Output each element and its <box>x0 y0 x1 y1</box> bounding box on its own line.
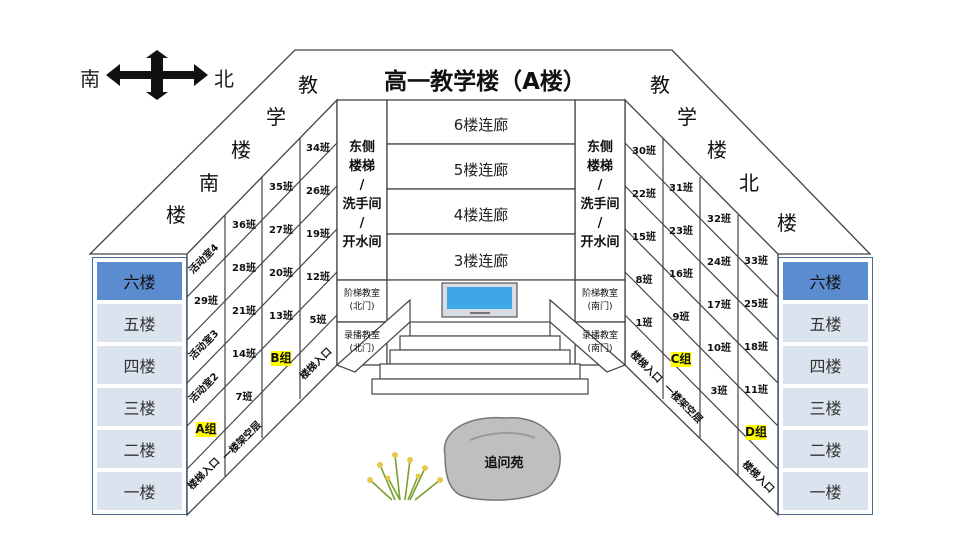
floor-item-1[interactable]: 一楼 <box>783 472 868 510</box>
room-label: 7班 <box>236 390 253 403</box>
room-label: 19班 <box>306 227 330 240</box>
compass-south-label: 南 <box>80 67 100 91</box>
floor-item-5[interactable]: 五楼 <box>97 304 182 342</box>
wing-label-north: 北 <box>739 171 759 195</box>
compass-arrows-icon <box>106 50 208 100</box>
group-highlight <box>195 422 217 437</box>
record-south-label: 录播教室 (南门) <box>581 331 618 354</box>
floor-item-3[interactable]: 三楼 <box>783 388 868 426</box>
east-stair-label: 东侧 楼梯 / 洗手间 / 开水间 <box>342 140 382 250</box>
room-label: 34班 <box>306 141 330 154</box>
record-north-label: 录播教室 (北门) <box>343 331 380 354</box>
wing-label-south: 教 <box>298 73 318 97</box>
room-label: B组 <box>270 350 291 365</box>
room-label: 24班 <box>707 255 731 268</box>
wing-label-north: 楼 <box>707 138 727 162</box>
south-wing-grid <box>186 138 338 476</box>
room-label: 26班 <box>306 184 330 197</box>
room-label: 20班 <box>269 266 293 279</box>
compass-north-label: 北 <box>214 67 234 91</box>
floor-legend-left: 六楼 五楼 四楼 三楼 二楼 一楼 <box>92 257 187 515</box>
wing-label-south: 学 <box>266 105 286 129</box>
corridor-3: 3楼连廊 <box>453 252 509 270</box>
corridor-5: 5楼连廊 <box>453 161 509 179</box>
group-highlight <box>670 352 692 367</box>
rock-label: 追问苑 <box>484 456 524 471</box>
room-label: 14班 <box>232 347 256 360</box>
room-label: 1班 <box>636 316 653 329</box>
room-label: 36班 <box>232 218 256 231</box>
room-label: 3班 <box>711 384 728 397</box>
room-label: 21班 <box>232 304 256 317</box>
floor-item-4[interactable]: 四楼 <box>97 346 182 384</box>
room-label: A组 <box>195 421 216 436</box>
floor-legend-right: 六楼 五楼 四楼 三楼 二楼 一楼 <box>778 257 873 515</box>
group-highlight <box>745 425 767 440</box>
room-label: 29班 <box>194 294 218 307</box>
wing-label-north: 学 <box>677 105 697 129</box>
room-label: 35班 <box>269 180 293 193</box>
corridor-stack <box>386 99 576 281</box>
floor-item-3[interactable]: 三楼 <box>97 388 182 426</box>
room-label: 32班 <box>707 212 731 225</box>
corridor-6: 6楼连廊 <box>453 116 509 134</box>
room-label: 27班 <box>269 223 293 236</box>
flower-icon <box>367 452 443 483</box>
room-label: 13班 <box>269 309 293 322</box>
room-label: 22班 <box>632 187 656 200</box>
room-label: 18班 <box>744 340 768 353</box>
lecture-south-label: 阶梯教室 (南门) <box>581 289 618 312</box>
floor-item-5[interactable]: 五楼 <box>783 304 868 342</box>
west-stair-block <box>574 99 626 281</box>
room-label: 16班 <box>669 267 693 280</box>
lecture-north-room <box>336 279 388 323</box>
north-wing-grid <box>624 138 779 476</box>
room-label: 28班 <box>232 261 256 274</box>
room-label: 25班 <box>744 297 768 310</box>
room-label: 8班 <box>636 273 653 286</box>
room-label: C组 <box>671 351 692 366</box>
wing-label-south: 楼 <box>231 138 251 162</box>
front-steps <box>335 298 627 395</box>
lecture-north-label: 阶梯教室 (北门) <box>343 289 380 312</box>
grass-icon <box>369 454 441 501</box>
page-title: 高一教学楼（A楼） <box>384 69 586 95</box>
floor-item-6[interactable]: 六楼 <box>783 262 868 300</box>
wing-label-north: 楼 <box>777 211 797 235</box>
corridor-4: 4楼连廊 <box>453 206 509 224</box>
floor-item-1[interactable]: 一楼 <box>97 472 182 510</box>
room-label: 31班 <box>669 181 693 194</box>
east-stair-block <box>336 99 388 281</box>
floor-item-2[interactable]: 二楼 <box>783 430 868 468</box>
west-stair-label: 东侧 楼梯 / 洗手间 / 开水间 <box>580 140 620 250</box>
floor-item-4[interactable]: 四楼 <box>783 346 868 384</box>
floor-item-6[interactable]: 六楼 <box>97 262 182 300</box>
room-label: 11班 <box>744 383 768 396</box>
room-label: 23班 <box>669 224 693 237</box>
room-label: 9班 <box>673 310 690 323</box>
wing-label-north: 教 <box>650 73 670 97</box>
room-label: D组 <box>745 424 767 439</box>
lecture-south-room <box>574 279 626 323</box>
room-label: 12班 <box>306 270 330 283</box>
room-label: 5班 <box>310 313 327 326</box>
room-label: 17班 <box>707 298 731 311</box>
room-label: 15班 <box>632 230 656 243</box>
floor-item-2[interactable]: 二楼 <box>97 430 182 468</box>
group-highlight <box>270 351 292 366</box>
wing-label-south: 南 <box>199 171 219 195</box>
room-label: 33班 <box>744 254 768 267</box>
room-label: 10班 <box>707 341 731 354</box>
screen-display <box>447 287 512 309</box>
room-label: 30班 <box>632 144 656 157</box>
wing-label-south: 楼 <box>166 203 186 227</box>
